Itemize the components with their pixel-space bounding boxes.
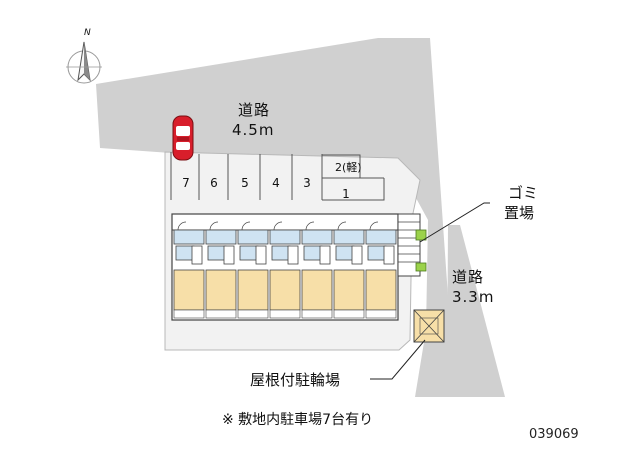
road-east-label: 道路 (452, 268, 485, 286)
unit-bath (271, 245, 291, 261)
road-east-lower (447, 225, 505, 397)
stair-area (397, 213, 421, 277)
door-swing (305, 221, 315, 231)
north-arrow-icon (66, 41, 102, 84)
unit-entrance (173, 229, 205, 245)
unit-kitchen (191, 245, 203, 265)
apartment-units (173, 221, 397, 319)
door-swing (209, 221, 219, 231)
unit-balcony (365, 309, 397, 319)
unit-room (237, 269, 269, 311)
door-swing (241, 221, 251, 231)
unit-kitchen (351, 245, 363, 265)
unit-bath (175, 245, 195, 261)
property-code: 039069 (529, 427, 579, 442)
unit-kitchen (223, 245, 235, 265)
unit-balcony (173, 309, 205, 319)
apartment-unit (333, 221, 365, 319)
unit-entrance (333, 229, 365, 245)
apartment-unit (205, 221, 237, 319)
unit-bath (335, 245, 355, 261)
unit-balcony (269, 309, 301, 319)
unit-room (333, 269, 365, 311)
apartment-unit (237, 221, 269, 319)
bicycle-leader (370, 339, 426, 380)
door-swing (337, 221, 347, 231)
parking-space-4: 4 (272, 176, 280, 190)
garbage-label-line2: 置場 (504, 204, 535, 222)
car-icon (172, 115, 194, 161)
parking-space-3: 3 (303, 176, 311, 190)
parking-space-2-light: 2(軽) (335, 161, 362, 174)
apartment-unit (269, 221, 301, 319)
unit-bath (239, 245, 259, 261)
parking-space-6: 6 (210, 176, 218, 190)
parking-space-5: 5 (241, 176, 249, 190)
apartment-unit (365, 221, 397, 319)
parking-space-7: 7 (182, 176, 190, 190)
unit-kitchen (383, 245, 395, 265)
parking-note: ※ 敷地内駐車場7台有り (222, 412, 374, 428)
unit-room (269, 269, 301, 311)
unit-entrance (237, 229, 269, 245)
door-swing (273, 221, 283, 231)
unit-room (173, 269, 205, 311)
trash-station-bottom (415, 262, 427, 272)
unit-entrance (301, 229, 333, 245)
unit-entrance (269, 229, 301, 245)
bicycle-parking-label: 屋根付駐輪場 (250, 371, 341, 389)
road-east (378, 38, 450, 397)
apartment-unit (173, 221, 205, 319)
unit-kitchen (319, 245, 331, 265)
compass-north-label: N (84, 28, 91, 38)
unit-entrance (205, 229, 237, 245)
unit-bath (303, 245, 323, 261)
door-swing (177, 221, 187, 231)
unit-balcony (237, 309, 269, 319)
unit-room (205, 269, 237, 311)
road-north-width: 4.5m (232, 121, 275, 139)
unit-balcony (333, 309, 365, 319)
unit-kitchen (255, 245, 267, 265)
unit-bath (367, 245, 387, 261)
unit-room (301, 269, 333, 311)
unit-balcony (205, 309, 237, 319)
garbage-label-line1: ゴミ (508, 184, 539, 202)
parking-lines (170, 152, 385, 201)
parking-space-1: 1 (342, 187, 350, 201)
road-east-width: 3.3m (452, 288, 495, 306)
unit-room (365, 269, 397, 311)
unit-balcony (301, 309, 333, 319)
road-north-label: 道路 (238, 101, 271, 119)
apartment-unit (301, 221, 333, 319)
trash-station-top (415, 229, 427, 241)
unit-entrance (365, 229, 397, 245)
unit-kitchen (287, 245, 299, 265)
unit-bath (207, 245, 227, 261)
garbage-leader (419, 202, 490, 243)
door-swing (369, 221, 379, 231)
